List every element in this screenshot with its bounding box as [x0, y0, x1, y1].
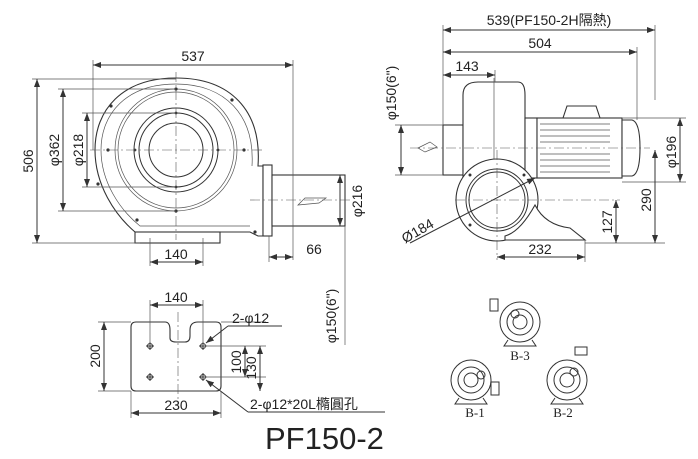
- label-round-holes: 2-φ12: [232, 310, 269, 326]
- orientation-b1: B-1: [450, 359, 500, 420]
- terminal-box: [562, 105, 601, 119]
- inlet-duct: [442, 124, 464, 176]
- dim-outlet-size: φ150(6"): [323, 289, 339, 344]
- label-b3: B-3: [510, 348, 530, 363]
- orientation-b2: B-2: [546, 346, 588, 420]
- label-slot-holes: 2-φ12*20L橢圓孔: [250, 396, 358, 412]
- dim-inlet-offset: 143: [455, 58, 479, 74]
- dim-center-height: 290: [638, 188, 654, 212]
- dim-outer-diameter: φ362: [46, 134, 62, 167]
- side-base: [504, 203, 587, 241]
- dim-outlet-offset: 66: [306, 241, 322, 257]
- dim-hole-spacing: 140: [164, 289, 188, 305]
- dim-outer-spacing: 130: [243, 356, 259, 380]
- dim-flange-diameter: Ø184: [399, 215, 437, 246]
- dim-width: 537: [181, 48, 205, 64]
- side-view: 539(PF150-2H隔熱) 504 143 φ150(6") φ196 29…: [383, 12, 686, 262]
- dim-outlet-diameter: φ216: [349, 185, 365, 218]
- front-view: 537 506 φ362 φ218 φ216 140 66 φ150(6"): [20, 48, 365, 345]
- dim-width: 230: [164, 397, 188, 413]
- model-title: PF150-2: [265, 421, 384, 456]
- dim-base-spacing: 140: [164, 246, 188, 262]
- outlet-flange: [262, 164, 273, 237]
- dim-inlet-diameter: φ218: [70, 134, 86, 167]
- base-plate: [130, 321, 222, 392]
- dim-height: 506: [20, 149, 36, 173]
- dim-total-length-insulated: 539(PF150-2H隔熱): [487, 12, 612, 28]
- dim-outlet-center-height: 127: [599, 210, 615, 234]
- orientation-b3: B-3: [489, 298, 541, 363]
- dim-inlet-size: φ150(6"): [383, 66, 399, 121]
- label-b1: B-1: [465, 405, 485, 420]
- dim-depth: 200: [87, 344, 103, 368]
- base-foot: [134, 231, 221, 244]
- dim-motor-diameter: φ196: [663, 136, 679, 169]
- scroll-casing: [94, 77, 264, 237]
- dim-base-length: 232: [528, 241, 552, 257]
- outlet-duct: [271, 174, 346, 227]
- base-plate-view: 140 200 230 100 130 2-φ12 2-φ12*20L橢圓孔: [87, 289, 385, 418]
- dim-total-length: 504: [528, 35, 552, 51]
- label-b2: B-2: [553, 405, 573, 420]
- dim-inner-spacing: 100: [228, 350, 244, 374]
